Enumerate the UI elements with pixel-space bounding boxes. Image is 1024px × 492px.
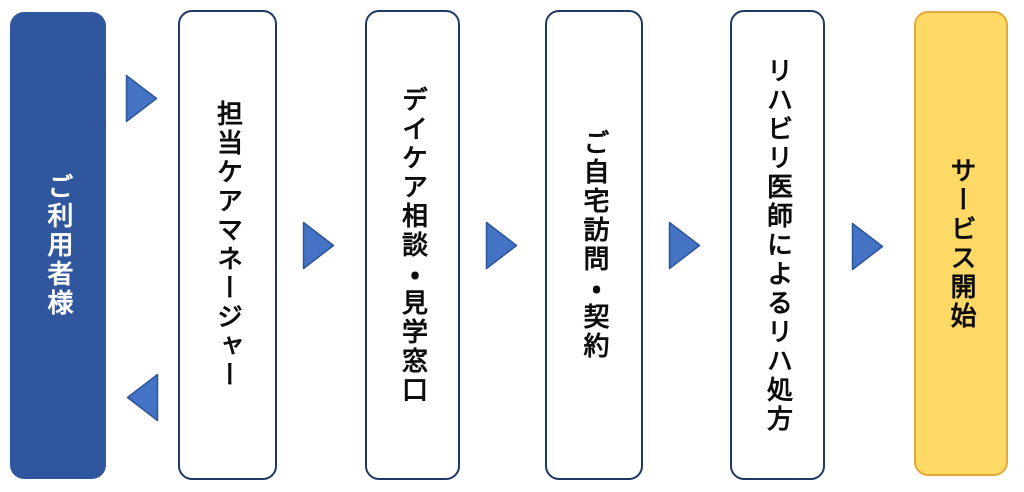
flow-step-label: リハビリ医師によるリハ処方 [762,56,793,434]
arrow-forward-icon [125,74,158,123]
flow-step-user: ご利用者様 [10,12,106,479]
flow-step-label: サービス開始 [946,156,976,331]
flow-step-daycare-consult: デイケア相談・見学窓口 [365,10,460,480]
arrow-forward-icon [485,221,518,270]
flow-step-label: ご利用者様 [43,173,73,318]
arrow-back-icon [126,373,159,422]
flow-step-home-visit: ご自宅訪問・契約 [545,10,643,480]
flow-step-care-manager: 担当ケアマネージャー [178,10,277,480]
flow-step-label: ご自宅訪問・契約 [579,129,609,361]
arrow-forward-icon [302,221,335,270]
flow-step-label: デイケア相談・見学窓口 [397,85,428,405]
flow-step-label: 担当ケアマネージャー [212,100,243,390]
flow-step-service-start: サービス開始 [914,11,1008,476]
flow-step-rehab-prescription: リハビリ医師によるリハ処方 [730,10,825,480]
arrow-forward-icon [851,222,884,271]
arrow-forward-icon [668,221,701,270]
